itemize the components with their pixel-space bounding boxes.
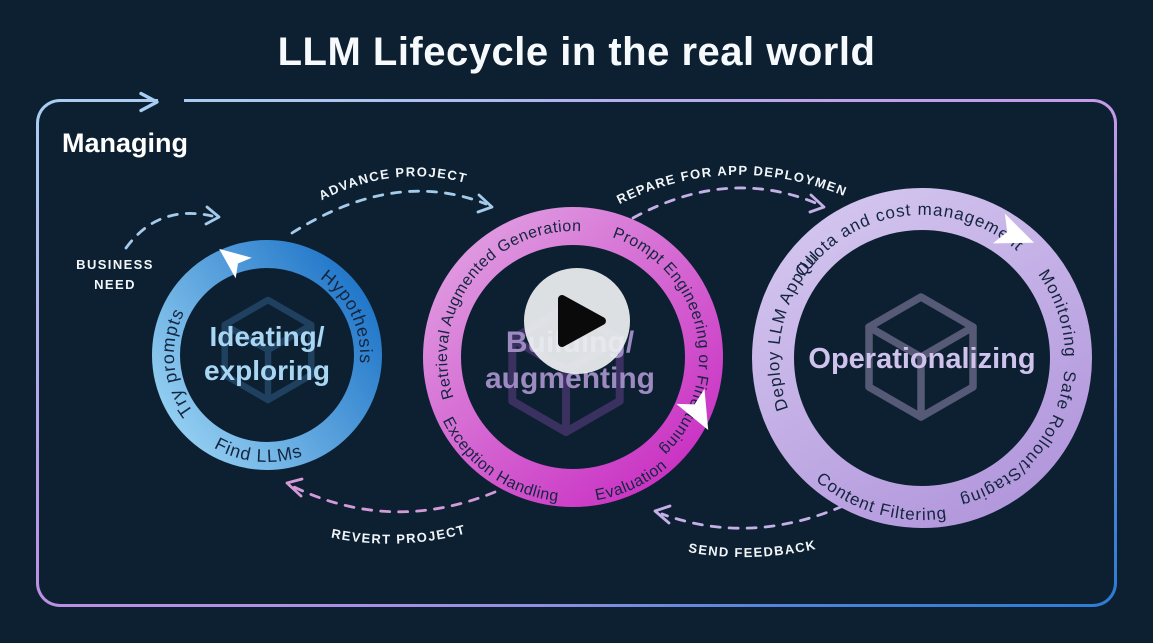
svg-text:exploring: exploring	[204, 355, 330, 386]
svg-text:Ideating/: Ideating/	[209, 321, 324, 352]
prepare-deployment-arrow	[631, 186, 826, 220]
stage1-ring	[152, 240, 382, 470]
managing-label: Managing	[62, 128, 188, 158]
revert-project-arrow	[285, 477, 497, 514]
cube-icon	[865, 293, 977, 421]
send-feedback-label: SEND FEEDBACK	[687, 537, 817, 560]
svg-text:NEED: NEED	[94, 277, 136, 292]
page-title: LLM Lifecycle in the real world	[277, 30, 876, 74]
stage1-title: Ideating/ exploring	[204, 321, 330, 386]
chevron-arrow-icon	[808, 193, 826, 214]
play-button[interactable]	[524, 268, 630, 374]
boundary-flow-arrow	[139, 91, 184, 113]
chevron-arrow-icon	[285, 477, 304, 498]
business-need-label: BUSINESS NEED	[76, 257, 154, 292]
stage3-ring	[752, 188, 1092, 528]
chevron-arrow-icon	[476, 193, 494, 214]
advance-project-label: ADVANCE PROJECT	[316, 164, 469, 203]
cube-icon	[221, 296, 315, 404]
revert-project-label: REVERT PROJECT	[330, 522, 467, 547]
business-need-arrow	[124, 205, 221, 250]
stage2-direction-arrow	[676, 388, 709, 430]
chevron-arrow-icon	[204, 205, 221, 226]
play-icon	[558, 295, 606, 347]
chevron-arrow-icon	[139, 91, 159, 113]
chevron-arrow-icon	[653, 504, 672, 525]
send-feedback-arrow	[653, 504, 845, 530]
stage3-direction-arrow	[992, 213, 1035, 244]
advance-project-arrow	[290, 189, 494, 235]
stage2-ring	[423, 207, 723, 507]
stage1-direction-arrow	[219, 248, 252, 279]
stage3-title: Operationalizing	[808, 343, 1035, 375]
svg-text:BUSINESS: BUSINESS	[76, 257, 154, 272]
svg-text:Operationalizing: Operationalizing	[808, 343, 1035, 375]
